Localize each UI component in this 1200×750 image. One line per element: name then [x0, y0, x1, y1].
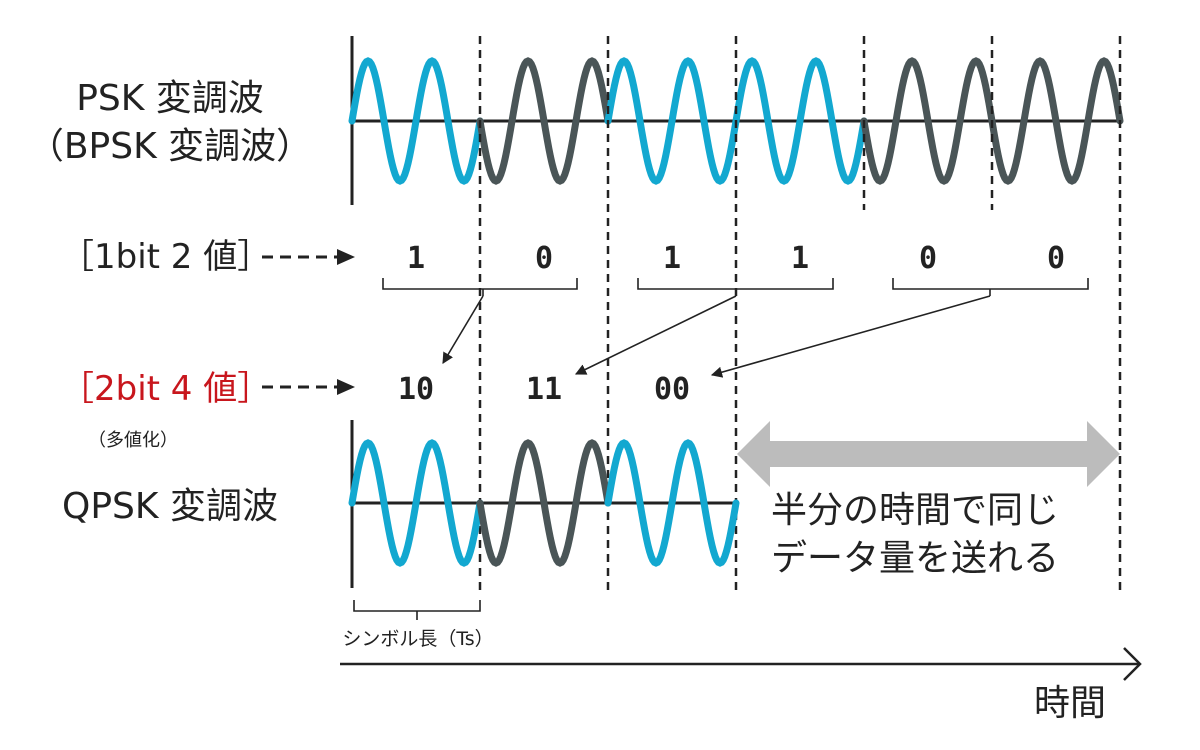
qpsk-wave-segment [348, 439, 484, 567]
time-axis-arrow [340, 647, 1142, 681]
bit2-dashed-arrow [262, 249, 355, 265]
qpsk-section [348, 420, 740, 588]
qpsk-wave-segment [604, 439, 740, 567]
bit-value: 0 [919, 241, 937, 276]
symbol-length-brace [353, 600, 481, 620]
psk-label: PSK 変調波 [76, 78, 264, 119]
mapping-arrows [442, 295, 991, 378]
mapping-arrow [710, 295, 991, 378]
bit-value: 0 [535, 241, 553, 276]
qpsk-wave-segment [476, 439, 612, 567]
qpsk-label: QPSK 変調波 [62, 486, 278, 527]
symbol-boundaries [478, 36, 1122, 590]
bpsk-wave-segment [604, 57, 740, 185]
qpsk-wave [348, 439, 740, 567]
bit2-label: ［1bit 2 値］ [60, 237, 271, 277]
symbol-length-label: シンボル長（Ts） [342, 628, 493, 650]
symbol-value: 10 [398, 372, 434, 407]
qpsk-symbol-values: 10 11 00 [398, 372, 690, 407]
bpsk-wave-segment [860, 57, 996, 185]
time-axis-label: 時間 [1034, 683, 1106, 724]
bit-pair-braces [382, 278, 1089, 296]
mapping-arrow [574, 295, 737, 375]
bit-value: 1 [663, 241, 681, 276]
bpsk-wave-segment [476, 57, 612, 185]
brace [892, 278, 1089, 290]
bit-value: 1 [791, 241, 809, 276]
note-line-2: データ量を送れる [771, 538, 1059, 579]
bpsk-wave-segment [348, 57, 484, 185]
symbol-value: 11 [526, 372, 562, 407]
bpsk-bit-values: 1 0 1 1 0 0 [407, 241, 1065, 276]
bit-value: 1 [407, 241, 425, 276]
bpsk-label: （BPSK 変調波） [28, 126, 312, 167]
bpsk-wave-segment [988, 57, 1124, 185]
note-line-1: 半分の時間で同じ [771, 490, 1059, 531]
bit-value: 0 [1047, 241, 1065, 276]
brace [382, 278, 578, 290]
mapping-arrow [442, 295, 484, 364]
time-saving-double-arrow [737, 421, 1120, 487]
bit4-label: ［2bit 4 値］ [60, 369, 271, 409]
bit4-dashed-arrow [262, 379, 355, 395]
symbol-value: 00 [654, 372, 690, 407]
bpsk-wave [348, 57, 1124, 185]
multi-level-label: （多値化） [88, 430, 178, 451]
bpsk-wave-segment [732, 57, 868, 185]
